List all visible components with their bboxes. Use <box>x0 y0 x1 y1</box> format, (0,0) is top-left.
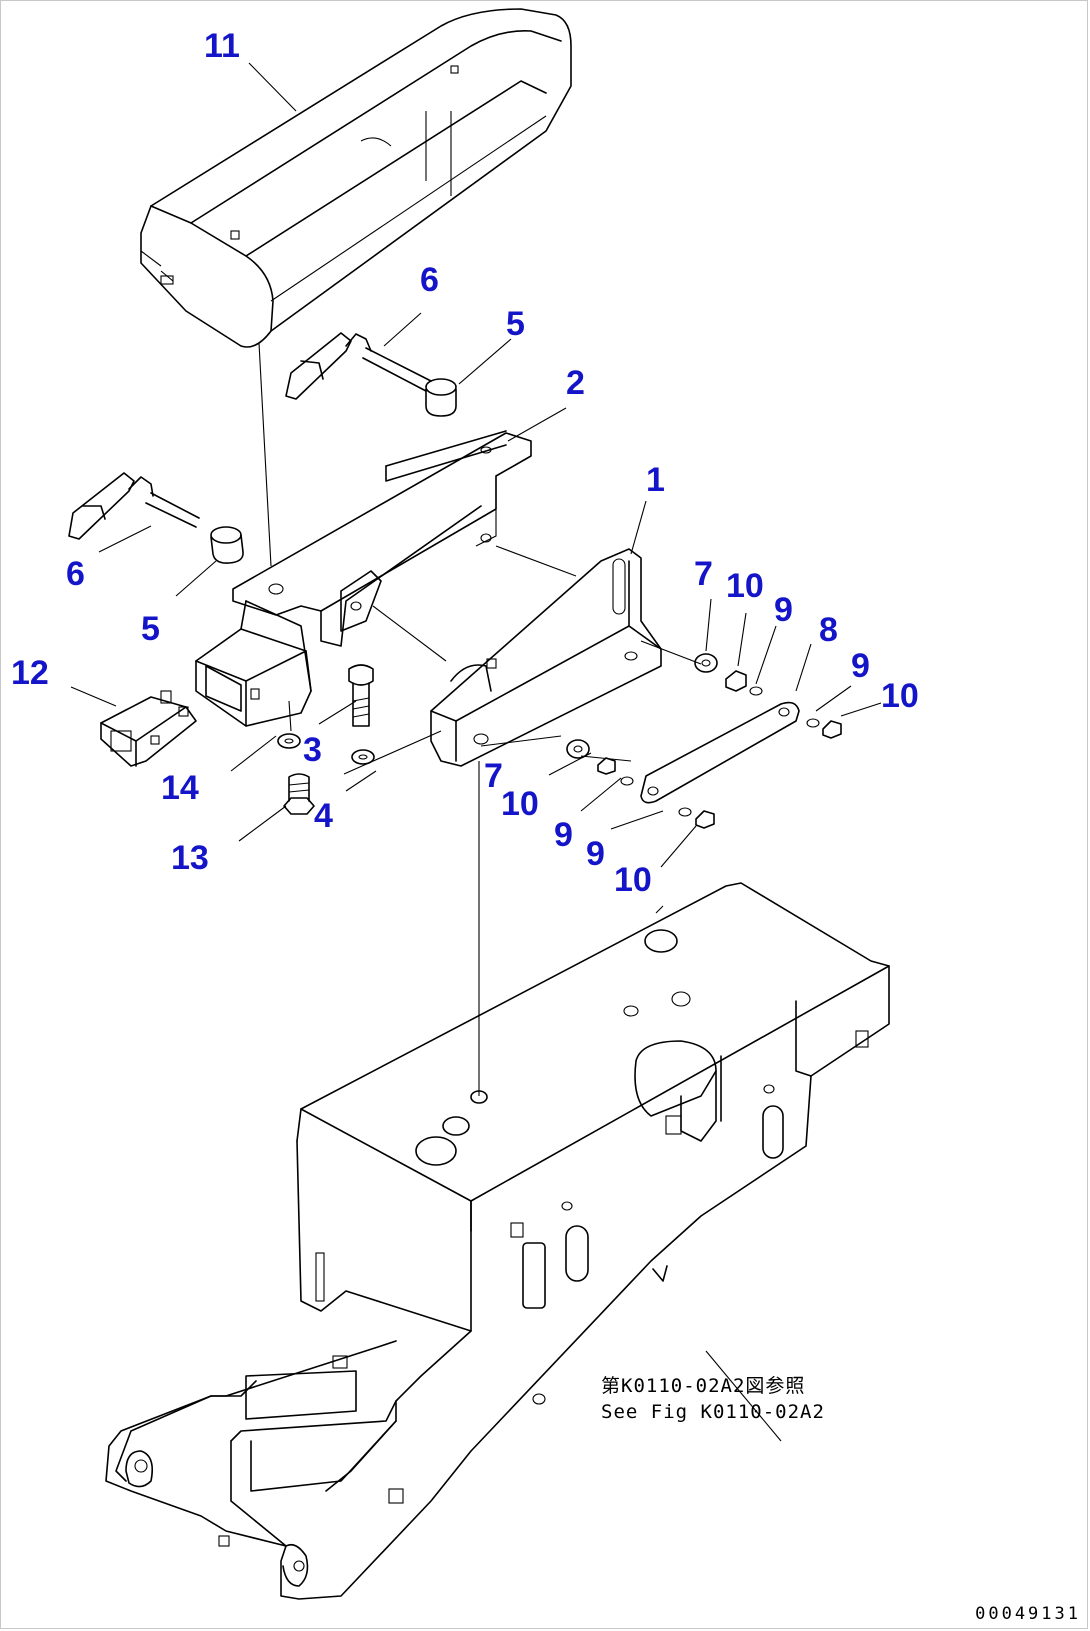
reference-note-en: See Fig K0110-02A2 <box>601 1401 825 1423</box>
link-plate-part-8 <box>640 701 800 804</box>
callout-part-9: 9 <box>586 835 605 873</box>
callout-part-10: 10 <box>614 861 652 899</box>
callout-part-3: 3 <box>303 731 322 769</box>
lever-upper-part <box>285 332 432 400</box>
leader-lines <box>70 62 882 1442</box>
callout-part-10: 10 <box>881 677 919 715</box>
bolt-part-13 <box>283 773 315 815</box>
switch-housing <box>195 600 312 732</box>
bolt-part-3 <box>348 664 374 727</box>
bracket-part-1 <box>430 548 662 767</box>
callout-part-6: 6 <box>66 555 85 593</box>
callout-part-11: 11 <box>204 27 240 65</box>
bushing-upper-part <box>425 378 457 417</box>
drawing-code: 00049131 <box>975 1604 1081 1624</box>
bushing-lower-part <box>210 526 244 564</box>
reference-note-jp: 第K0110-02A2図参照 <box>601 1375 806 1397</box>
lever-lower-part <box>68 472 200 540</box>
callout-part-5: 5 <box>506 305 525 343</box>
callout-part-8: 8 <box>819 611 838 649</box>
callout-part-10: 10 <box>726 567 764 605</box>
callout-part-9: 9 <box>554 816 573 854</box>
callout-part-10: 10 <box>501 785 539 823</box>
armrest-pad-part <box>140 8 572 348</box>
callout-part-7: 7 <box>484 757 503 795</box>
callout-part-7: 7 <box>694 555 713 593</box>
callout-part-5: 5 <box>141 610 160 648</box>
washer-part-4 <box>351 749 375 765</box>
bracket-part-2 <box>232 430 532 647</box>
callout-part-13: 13 <box>171 839 209 877</box>
callout-part-2: 2 <box>566 364 585 402</box>
base-frame <box>105 882 890 1600</box>
callout-part-9: 9 <box>774 591 793 629</box>
washer-part-14 <box>277 733 301 749</box>
callout-part-9: 9 <box>851 647 870 685</box>
callout-part-12: 12 <box>11 654 49 692</box>
connector-part-12 <box>100 690 197 767</box>
callout-part-1: 1 <box>646 461 665 499</box>
fasteners <box>566 653 842 829</box>
callout-part-4: 4 <box>314 797 333 835</box>
callout-part-14: 14 <box>161 769 199 807</box>
callout-part-6: 6 <box>420 261 439 299</box>
assembly-lines <box>258 342 702 1096</box>
